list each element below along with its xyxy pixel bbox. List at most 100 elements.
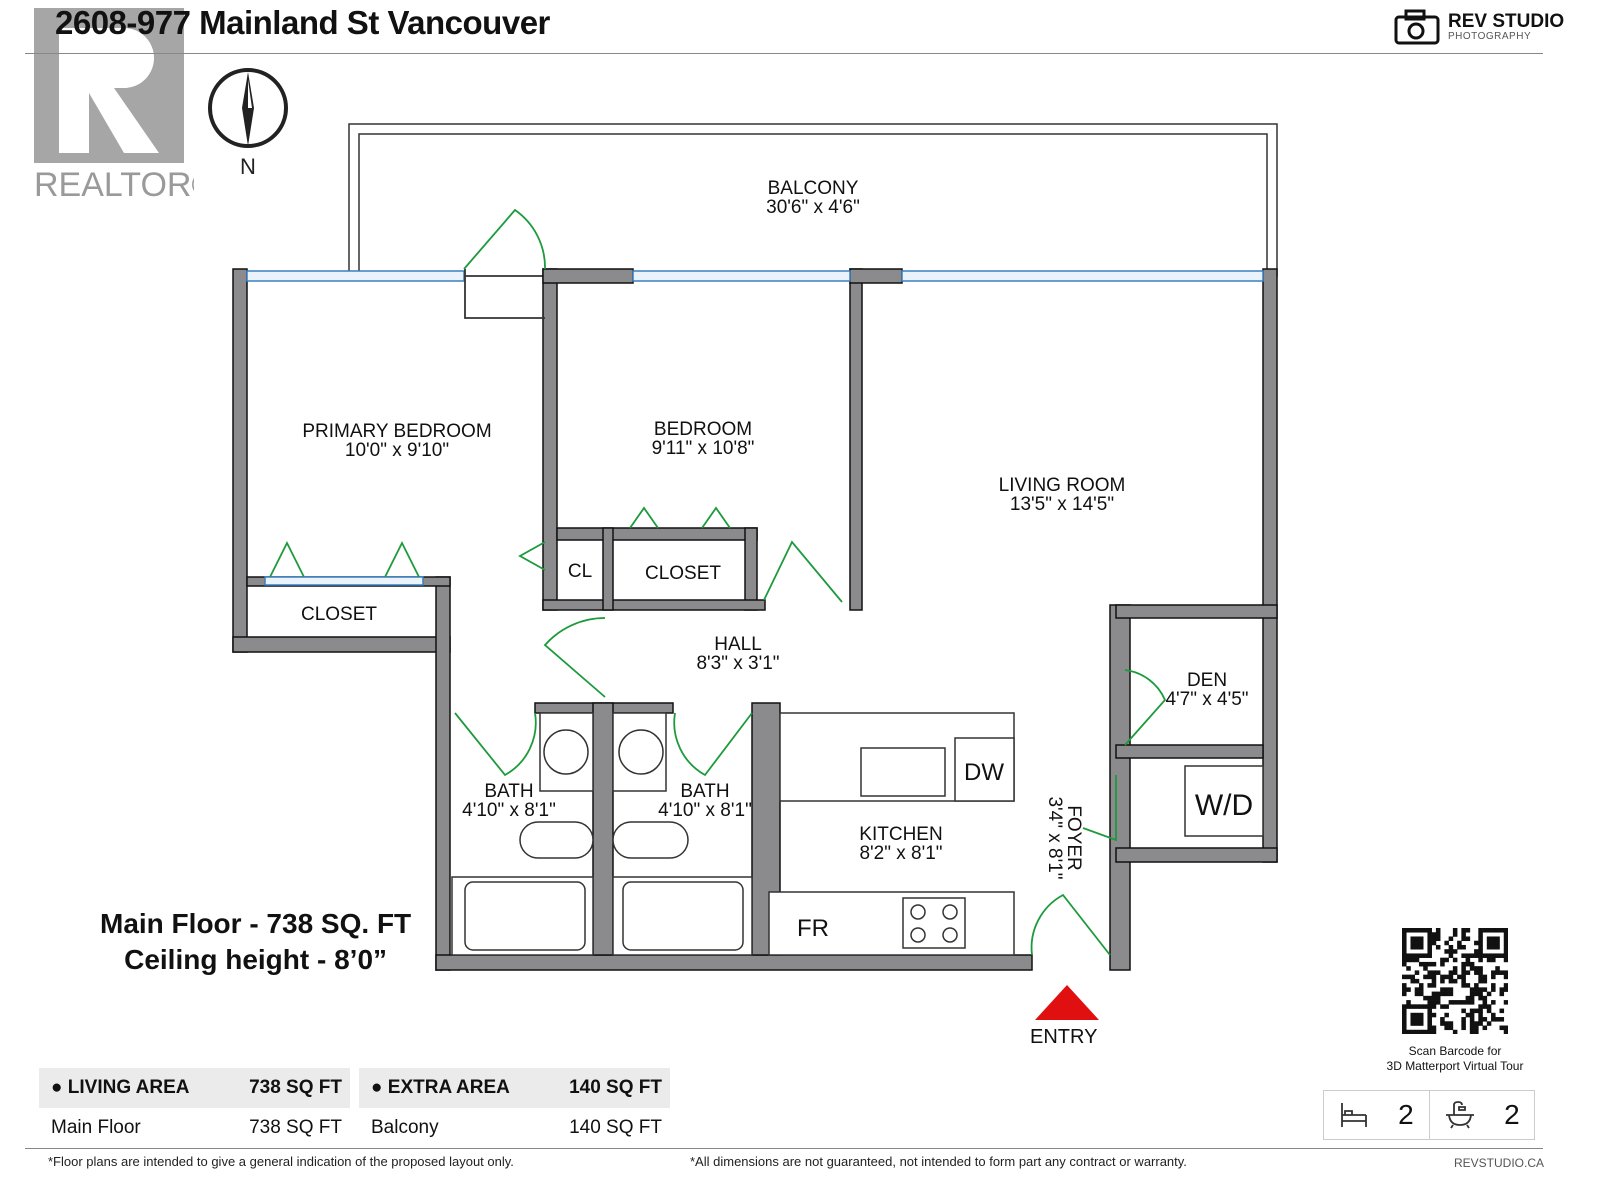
qr-module [1440,1017,1445,1022]
qr-module [1427,995,1432,1001]
qr-module [1482,974,1488,980]
qr-module [1414,944,1420,950]
qr-module [1418,961,1424,967]
qr-module [1457,1000,1462,1005]
svg-text:FOYER: FOYER [1063,805,1084,870]
qr-module [1414,970,1420,975]
qr-module [1440,974,1445,980]
qr-module [1478,928,1483,933]
qr-module [1474,991,1479,997]
qr-module [1474,1021,1479,1026]
qr-module [1440,1021,1445,1026]
qr-module [1499,1008,1505,1014]
qr-module [1461,961,1466,967]
camera-icon [1394,9,1440,45]
entry-label: ENTRY [1030,1026,1098,1048]
qr-module [1414,953,1420,958]
svg-text:BEDROOM: BEDROOM [654,419,752,440]
qr-module [1469,991,1475,997]
qr-module [1402,961,1407,967]
qr-module [1478,987,1483,992]
qr-module [1503,974,1508,980]
qr-module [1461,966,1466,971]
qr-module [1431,995,1437,1001]
qr-module [1444,949,1449,954]
qr-module [1474,1025,1479,1031]
svg-text:4'10" x 8'1": 4'10" x 8'1" [658,800,752,821]
qr-module [1469,1000,1475,1005]
qr-module [1406,953,1411,958]
qr-module [1465,928,1471,933]
qr-module [1444,957,1449,963]
qr-module [1431,1000,1437,1005]
qr-module [1503,928,1508,933]
qr-module [1461,974,1466,980]
qr-module [1423,995,1428,1001]
qr-module [1427,970,1432,975]
qr-module [1423,1004,1428,1009]
qr-module [1418,1012,1424,1018]
qr-module [1465,995,1471,1001]
qr-module [1431,1029,1437,1034]
qr-module [1435,991,1441,997]
qr-module [1474,966,1479,971]
qr-module [1478,953,1483,958]
qr-module [1486,1004,1492,1009]
qr-code[interactable] [1402,928,1508,1034]
qr-module [1402,1029,1407,1034]
qr-module [1423,961,1428,967]
qr-module [1431,932,1437,937]
qr-module [1410,1012,1416,1018]
qr-module [1427,961,1432,967]
qr-module [1406,1000,1411,1005]
qr-module [1410,1004,1416,1009]
qr-module [1457,940,1462,946]
qr-module [1418,940,1424,946]
qr-module [1491,1017,1496,1022]
qr-module [1491,970,1496,975]
qr-module [1427,974,1432,980]
qr-module [1448,953,1454,958]
svg-text:CL: CL [568,561,592,582]
qr-module [1495,940,1500,946]
qr-module [1427,983,1432,988]
qr-module [1469,1021,1475,1026]
qr-module [1452,932,1458,937]
svg-text:N: N [240,154,256,179]
svg-text:4'10" x 8'1": 4'10" x 8'1" [462,800,556,821]
qr-module [1491,940,1496,946]
qr-module [1482,995,1488,1001]
qr-module [1444,940,1449,946]
qr-module [1482,1000,1488,1005]
qr-module [1448,970,1454,975]
qr-module [1499,1017,1505,1022]
svg-text:8'3" x 3'1": 8'3" x 3'1" [696,653,779,674]
qr-module [1448,944,1454,950]
qr-module [1469,961,1475,967]
qr-module [1435,970,1441,975]
qr-module [1465,953,1471,958]
qr-module [1431,961,1437,967]
qr-module [1402,944,1407,950]
qr-module [1435,928,1441,933]
qr-module [1402,1025,1407,1031]
qr-module [1469,1008,1475,1014]
qr-module [1499,928,1505,933]
qr-module [1414,940,1420,946]
svg-text:FR: FR [797,915,829,942]
qr-module [1478,944,1483,950]
qr-module [1427,1025,1432,1031]
qr-module [1440,987,1445,992]
svg-text:BALCONY: BALCONY [768,178,859,199]
qr-module [1469,966,1475,971]
qr-module [1503,1029,1508,1034]
qr-module [1435,936,1441,942]
qr-module [1410,1017,1416,1022]
qr-module [1478,1012,1483,1018]
qr-module [1418,944,1424,950]
qr-module [1414,936,1420,942]
qr-module [1469,995,1475,1001]
qr-module [1418,936,1424,942]
